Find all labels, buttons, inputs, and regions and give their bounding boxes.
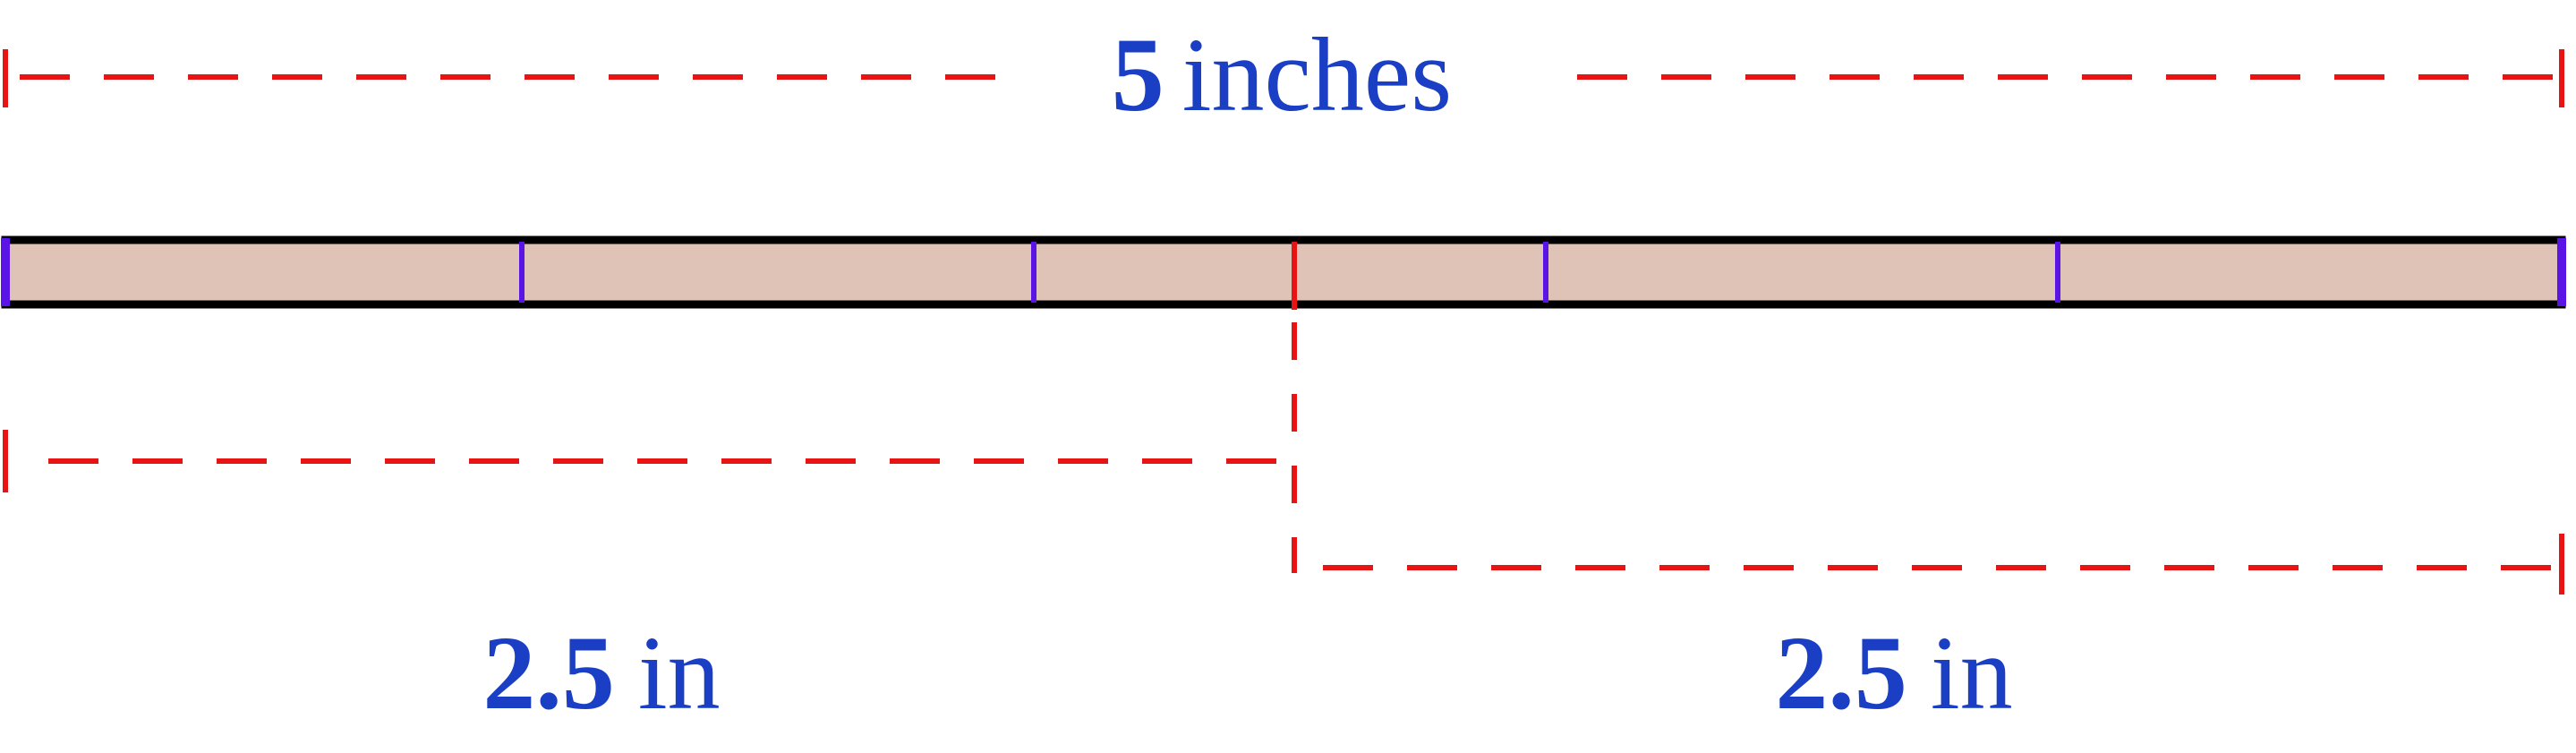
right-half-number: 2.5	[1775, 614, 1907, 732]
total-length-number: 5	[1112, 16, 1164, 133]
left-half-number: 2.5	[482, 614, 615, 732]
right-half-unit: in	[1931, 614, 2013, 732]
left-half-unit: in	[638, 614, 721, 732]
right-half-measure	[1323, 534, 2564, 595]
total-length-unit: inches	[1182, 16, 1452, 133]
total-length-measure	[3, 49, 2564, 107]
left-half-measure	[3, 430, 1294, 492]
bar-body	[1, 235, 2566, 309]
bar	[1, 235, 2566, 310]
